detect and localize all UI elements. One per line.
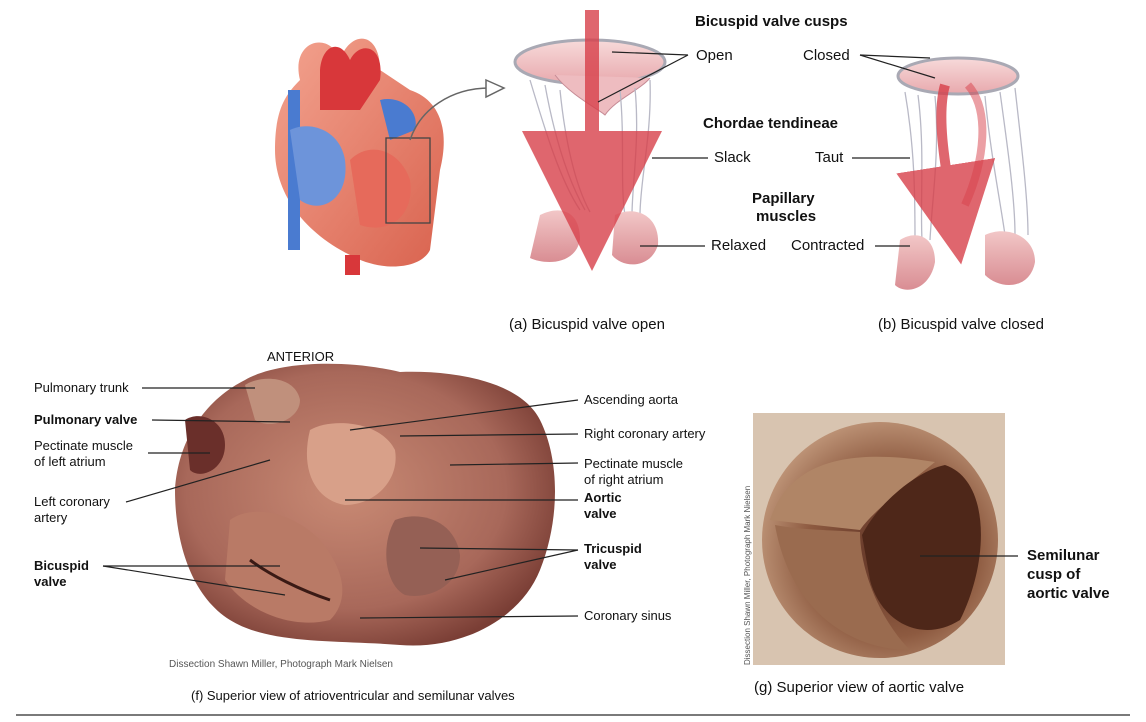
label-ascending-aorta: Ascending aorta [584, 392, 678, 407]
label-pulmonary-valve: Pulmonary valve [34, 412, 138, 427]
label-aortic-line2: valve [584, 506, 617, 521]
label-left-coronary-line1: Left coronary [34, 494, 110, 509]
label-pectinate-right-line2: of right atrium [584, 472, 664, 487]
zoom-callout-arrowhead [485, 78, 506, 99]
caption-b: (b) Bicuspid valve closed [878, 316, 1044, 333]
dissection-leader-lines [102, 387, 579, 619]
zoom-callout-arrow [409, 87, 491, 141]
bottom-divider [16, 714, 1130, 716]
label-aortic-line1: Aortic [584, 490, 622, 505]
label-semilunar-line1: Semilunar [1027, 547, 1100, 564]
label-semilunar-line2: cusp of [1027, 566, 1081, 583]
caption-f: (f) Superior view of atrioventricular an… [191, 688, 515, 703]
heart-illustration [275, 38, 444, 275]
label-chordae-slack: Slack [714, 149, 751, 166]
label-left-coronary-line2: artery [34, 510, 68, 525]
label-pectinate-left-line1: Pectinate muscle [34, 438, 133, 453]
credit-dissection-g: Dissection Shawn Miller, Photograph Mark… [743, 485, 752, 665]
label-pectinate-left-line2: of left atrium [34, 454, 106, 469]
label-bicuspid-line2: valve [34, 574, 67, 589]
label-right-coronary: Right coronary artery [584, 426, 706, 441]
label-tricuspid-line1: Tricuspid [584, 541, 642, 556]
top-leader-lines [597, 51, 936, 247]
label-chordae-taut: Taut [815, 149, 844, 166]
label-pulmonary-trunk: Pulmonary trunk [34, 380, 129, 395]
label-anterior: ANTERIOR [267, 349, 335, 364]
caption-g: (g) Superior view of aortic valve [754, 679, 965, 696]
label-papillary-contracted: Contracted [791, 237, 865, 254]
label-semilunar-line3: aortic valve [1027, 585, 1110, 602]
label-tricuspid-line2: valve [584, 557, 617, 572]
credit-dissection-f: Dissection Shawn Miller, Photograph Mark… [169, 659, 393, 670]
aortic-valve-photo [753, 413, 1018, 665]
heading-chordae-tendineae: Chordae tendineae [703, 115, 839, 132]
heading-bicuspid-cusps: Bicuspid valve cusps [695, 13, 848, 30]
label-papillary-relaxed: Relaxed [711, 237, 767, 254]
valve-open-illustration [513, 10, 667, 271]
label-pectinate-right-line1: Pectinate muscle [584, 456, 683, 471]
label-bicuspid-line1: Bicuspid [34, 558, 89, 573]
label-coronary-sinus: Coronary sinus [584, 608, 672, 623]
label-cusp-closed: Closed [803, 47, 850, 64]
heading-papillary-line1: Papillary [752, 190, 815, 207]
dissection-photo [175, 363, 555, 646]
caption-a: (a) Bicuspid valve open [509, 316, 665, 333]
label-cusp-open: Open [696, 47, 733, 64]
heading-papillary-line2: muscles [756, 208, 817, 225]
valve-closed-illustration [895, 56, 1035, 290]
